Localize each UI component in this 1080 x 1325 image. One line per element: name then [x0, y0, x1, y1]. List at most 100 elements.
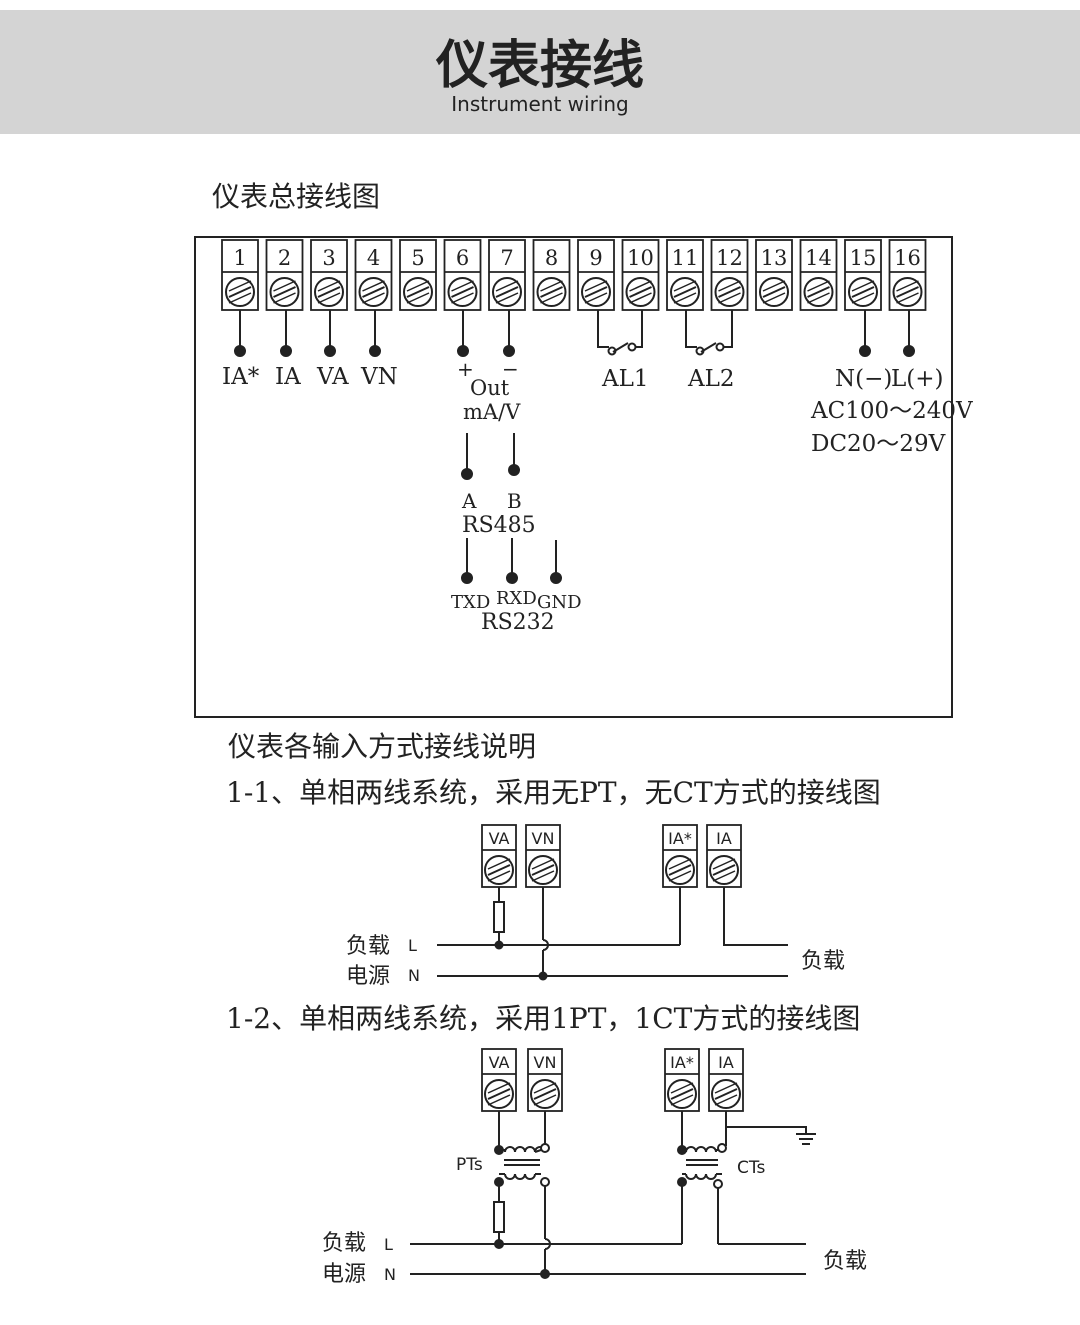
- terminal-1: 1: [221, 239, 259, 311]
- relay-al2-switch: [685, 310, 733, 356]
- terminal-number: 12: [716, 246, 743, 270]
- d11-n-label: N: [408, 966, 420, 985]
- label-rs485-b: B: [507, 489, 522, 513]
- terminal-11: 11: [666, 239, 704, 311]
- label-va: VA: [316, 364, 349, 390]
- d11-l-label: L: [408, 936, 417, 955]
- label-ia: IA: [275, 364, 301, 390]
- diagram-1-2-terminals: VA VN IA* IA: [481, 1048, 744, 1112]
- terminal-number: 9: [589, 246, 602, 270]
- terminal-3: 3: [310, 239, 348, 311]
- d12-cts-label: CTs: [737, 1158, 765, 1178]
- terminal-6: 6: [443, 239, 482, 311]
- terminal-12: 12: [710, 239, 749, 311]
- label-out: Out: [470, 376, 510, 400]
- terminal-number: 5: [411, 246, 424, 270]
- terminal-label: IA: [716, 829, 732, 848]
- diagram-1-1-terminals: VA VN IA* IA: [481, 824, 742, 888]
- page-subtitle: Instrument wiring: [451, 92, 629, 116]
- terminal-15-dot: [859, 345, 871, 357]
- terminal-label: IA*: [670, 1053, 694, 1072]
- diagram-1-1-title: 1-1、单相两线系统，采用无PT，无CT方式的接线图: [226, 776, 881, 809]
- label-rs485-a: A: [461, 489, 477, 513]
- terminal-1-dot: [234, 345, 246, 357]
- terminal-number: 2: [278, 246, 291, 270]
- label-al1: AL1: [601, 366, 649, 392]
- terminal-va: VA: [481, 824, 517, 888]
- terminal-vn: VN: [527, 1048, 563, 1112]
- terminal-number: 10: [627, 246, 654, 270]
- terminal-16: 16: [888, 239, 927, 311]
- terminal-14: 14: [799, 239, 838, 311]
- d11-source-label: 电源: [346, 964, 390, 989]
- rs232-wires: [461, 538, 562, 584]
- terminal-number: 3: [322, 246, 335, 270]
- diagram-1-1-wires: [437, 887, 788, 977]
- terminal-number: 13: [761, 246, 788, 270]
- terminal-2: 2: [265, 239, 304, 311]
- terminal-13: 13: [755, 239, 793, 311]
- d12-l-label: L: [384, 1235, 393, 1254]
- terminal-16-dot: [903, 345, 915, 357]
- terminal-vn: VN: [525, 824, 561, 888]
- label-rs232: RS232: [481, 610, 555, 635]
- terminal-number: 4: [367, 246, 380, 270]
- label-neutral: N(−): [835, 366, 892, 392]
- terminal-5: 5: [399, 239, 437, 311]
- label-plus: +: [457, 357, 474, 381]
- d12-n-label: N: [384, 1265, 396, 1284]
- label-txd: TXD: [451, 592, 490, 613]
- terminal-6-dot: [457, 345, 469, 357]
- label-al2: AL2: [687, 366, 735, 392]
- d12-source-label: 电源: [322, 1262, 366, 1287]
- terminal-ia: IA: [708, 1048, 744, 1112]
- terminal-label: VA: [489, 829, 510, 848]
- terminal-9: 9: [577, 239, 615, 311]
- d12-pts-label: PTs: [456, 1155, 483, 1175]
- header-band: 仪表接线 Instrument wiring: [0, 10, 1080, 134]
- terminal-label: VN: [532, 829, 555, 848]
- d12-dots: [494, 1143, 727, 1279]
- terminal-number: 8: [545, 246, 558, 270]
- main-diagram-frame: [194, 236, 953, 718]
- label-line: L(+): [891, 366, 944, 392]
- terminal-number: 7: [500, 246, 513, 270]
- d11-right-load-label: 负载: [801, 949, 845, 974]
- diagram-1-2-title: 1-2、单相两线系统，采用1PT，1CT方式的接线图: [226, 1002, 861, 1035]
- junction-dot: [494, 940, 504, 950]
- label-gnd: GND: [537, 592, 582, 613]
- terminal-label: VA: [489, 1053, 510, 1072]
- terminal-ia-star: IA*: [664, 1048, 700, 1112]
- terminal-15: 15: [844, 239, 882, 311]
- fuse-icon: [493, 901, 505, 933]
- relay-al1-switch: [597, 310, 643, 356]
- label-minus: −: [502, 357, 519, 381]
- page-title: 仪表接线: [435, 36, 644, 96]
- instructions-title: 仪表各输入方式接线说明: [228, 730, 537, 763]
- terminal-3-dot: [324, 345, 336, 357]
- terminal-number: 1: [233, 246, 246, 270]
- label-rs485: RS485: [462, 513, 536, 538]
- label-ma-v: mA/V: [463, 400, 521, 424]
- terminal-4: 4: [354, 239, 393, 311]
- terminal-7-dot: [503, 345, 515, 357]
- d12-right-load-label: 负载: [823, 1249, 867, 1274]
- terminal-label: IA: [718, 1053, 734, 1072]
- terminal-7: 7: [488, 239, 526, 311]
- label-ac-range: AC100～240V: [810, 398, 973, 424]
- rs485-wires: [461, 433, 520, 480]
- d12-load-label: 负载: [322, 1231, 366, 1256]
- label-vn: VN: [360, 364, 398, 390]
- terminal-10: 10: [621, 239, 660, 311]
- terminal-ia: IA: [706, 824, 742, 888]
- fuse-icon: [493, 1201, 505, 1233]
- terminal-4-dot: [369, 345, 381, 357]
- terminal-number: 15: [850, 246, 877, 270]
- main-diagram-title: 仪表总接线图: [212, 180, 381, 213]
- terminal-label: VN: [534, 1053, 557, 1072]
- terminal-ia-star: IA*: [662, 824, 698, 888]
- terminal-label: IA*: [668, 829, 692, 848]
- junction-dot: [538, 971, 548, 981]
- d11-load-label: 负载: [346, 934, 390, 959]
